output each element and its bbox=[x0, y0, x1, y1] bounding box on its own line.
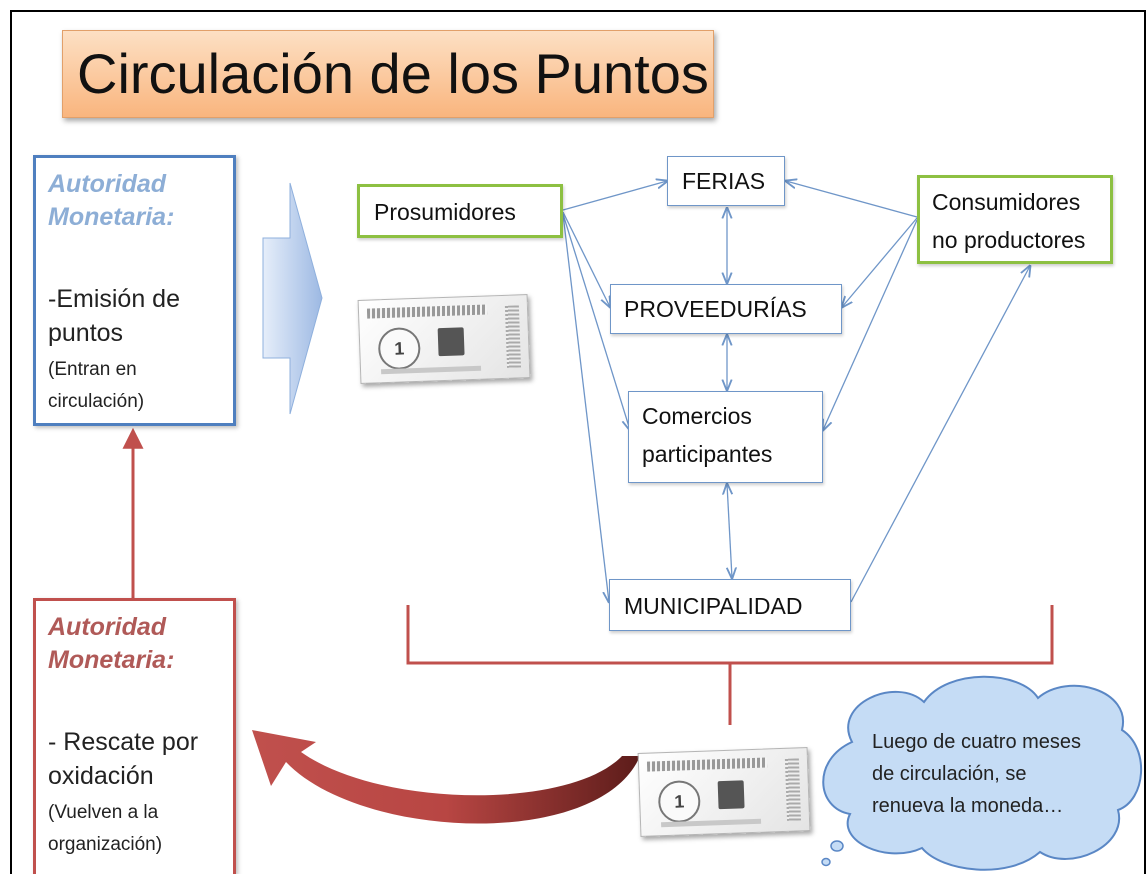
node-municipalidad: MUNICIPALIDAD bbox=[609, 579, 851, 631]
arrow-consumidores-ferias bbox=[786, 181, 918, 218]
node-proveedurias: PROVEEDURÍAS bbox=[610, 284, 842, 334]
node-consumidores-label-2: no productores bbox=[932, 227, 1086, 253]
redemption-heading: Autoridad Monetaria: bbox=[48, 611, 174, 677]
node-ferias: FERIAS bbox=[667, 156, 785, 206]
node-proveedurias-label: PROVEEDURÍAS bbox=[624, 296, 807, 322]
callout-cloud bbox=[822, 675, 1143, 871]
emission-heading-line-1: Autoridad bbox=[48, 170, 167, 198]
redemption-authority-box: Autoridad Monetaria: - Rescate por oxida… bbox=[33, 598, 236, 874]
callout-line-3: renueva la moneda… bbox=[872, 795, 1064, 817]
point-bill-emitted: 1 bbox=[357, 294, 531, 384]
bill-strip bbox=[504, 305, 522, 368]
callout-text: Luego de cuatro meses de circulación, se… bbox=[872, 726, 1081, 822]
emission-sub-line-1: (Entran en bbox=[48, 359, 137, 380]
emission-arrow bbox=[262, 182, 323, 415]
point-bill-returned: 1 bbox=[637, 747, 811, 837]
node-consumidores: Consumidores no productores bbox=[917, 175, 1113, 264]
bill-print-top bbox=[646, 757, 768, 772]
node-prosumidores-label: Prosumidores bbox=[374, 199, 516, 225]
emission-heading-line-2: Monetaria: bbox=[48, 203, 175, 231]
callout-line-1: Luego de cuatro meses bbox=[872, 731, 1082, 753]
bill-seal-icon bbox=[717, 780, 745, 810]
title-banner: Circulación de los Puntos bbox=[62, 30, 714, 118]
node-comercios: Comercios participantes bbox=[628, 391, 823, 483]
arrow-comercios-municipalidad bbox=[727, 484, 732, 578]
emission-sub-line-2: circulación) bbox=[48, 391, 145, 412]
node-municipalidad-label: MUNICIPALIDAD bbox=[624, 593, 803, 619]
redemption-text-line-2: oxidación bbox=[48, 762, 154, 790]
redemption-heading-line-2: Monetaria: bbox=[48, 646, 175, 674]
bill-denomination: 1 bbox=[657, 779, 702, 824]
redemption-sub-line-1: (Vuelven a la bbox=[48, 802, 159, 823]
node-consumidores-label-1: Consumidores bbox=[932, 189, 1081, 215]
redemption-sub-line-2: organización) bbox=[48, 834, 163, 855]
bill-denomination: 1 bbox=[377, 326, 422, 371]
emission-text-line-2: puntos bbox=[48, 319, 124, 347]
node-ferias-label: FERIAS bbox=[682, 168, 766, 194]
bill-seal-icon bbox=[437, 327, 465, 357]
emission-authority-box: Autoridad Monetaria: -Emisión de puntos … bbox=[33, 155, 236, 426]
arrow-prosumidores-comercios bbox=[562, 213, 630, 430]
arrow-prosumidores-ferias bbox=[562, 181, 667, 211]
node-prosumidores: Prosumidores bbox=[357, 184, 563, 238]
page-title: Circulación de los Puntos bbox=[77, 42, 709, 105]
redemption-text-line-1: - Rescate por bbox=[48, 728, 199, 756]
bill-strip bbox=[784, 758, 802, 821]
emission-heading: Autoridad Monetaria: bbox=[48, 168, 174, 234]
arrow-consumidores-proveedurias bbox=[842, 217, 918, 307]
arrow-municipalidad-consumidores bbox=[850, 266, 1030, 603]
redemption-heading-line-1: Autoridad bbox=[48, 613, 167, 641]
callout-line-2: de circulación, se bbox=[872, 763, 1027, 785]
node-comercios-label-2: participantes bbox=[642, 441, 773, 467]
redemption-curve-arrow bbox=[252, 730, 640, 824]
emission-text-line-1: -Emisión de bbox=[48, 285, 180, 313]
node-comercios-label-1: Comercios bbox=[642, 403, 752, 429]
arrow-prosumidores-municipalidad bbox=[562, 213, 609, 602]
slide-frame bbox=[10, 10, 1146, 874]
bill-print-top bbox=[366, 304, 488, 319]
arrow-consumidores-comercios bbox=[823, 219, 918, 430]
arrow-prosumidores-proveedurias bbox=[562, 211, 610, 307]
